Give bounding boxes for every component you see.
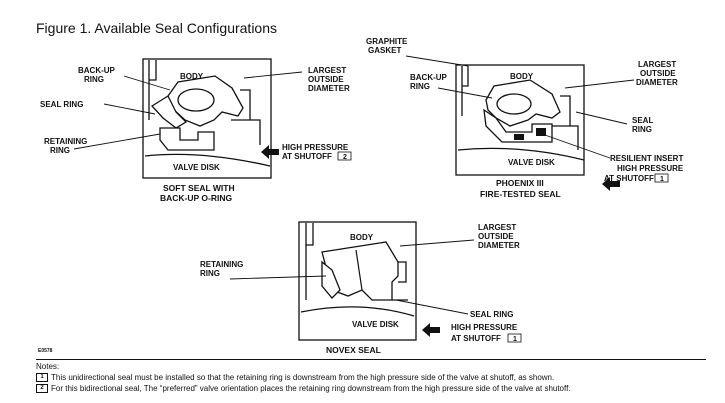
novex-label-retaining-1: RETAINING: [200, 260, 243, 269]
soft-seal-valve-disk-curve: [144, 153, 271, 167]
note-text: This unidirectional seal must be install…: [51, 373, 555, 382]
novex-panel: BODY LARGEST OUTSIDE DIAMETER RETAINING …: [200, 221, 522, 355]
soft-seal-right-step: [231, 89, 261, 145]
phoenix-right-step: [552, 95, 579, 150]
soft-seal-label-retaining-1: RETAINING: [44, 137, 87, 146]
phoenix-label-od-3: DIAMETER: [636, 78, 678, 87]
phoenix-caption-1: PHOENIX III: [496, 178, 544, 188]
soft-seal-label-backup-1: BACK-UP: [78, 66, 116, 75]
phoenix-pressure-arrow: [602, 177, 620, 191]
phoenix-label-pressure-1: HIGH PRESSURE: [617, 164, 684, 173]
novex-label-pressure-1: HIGH PRESSURE: [451, 323, 518, 332]
notes-divider: [36, 359, 706, 360]
soft-seal-label-seal-ring: SEAL RING: [40, 100, 83, 109]
note-item: 2 For this bidirectional seal, The “pref…: [36, 383, 706, 394]
novex-label-valve-disk: VALVE DISK: [352, 320, 399, 329]
phoenix-leader-graphite: [405, 55, 469, 67]
phoenix-leader-backup: [437, 87, 493, 99]
soft-seal-caption-2: BACK-UP O-RING: [160, 193, 232, 203]
phoenix-seal-ring: [483, 108, 553, 143]
phoenix-note-marker: [654, 173, 669, 183]
phoenix-label-backup-1: BACK-UP: [410, 73, 448, 82]
novex-label-od-2: OUTSIDE: [478, 232, 514, 241]
phoenix-panel: GRAPHITE GASKET BACK-UP RING BODY LARGES…: [366, 37, 684, 199]
soft-seal-body-wall: [148, 60, 157, 120]
phoenix-label-graphite-2: GASKET: [368, 46, 401, 55]
novex-leader-seal: [395, 299, 469, 315]
phoenix-label-pressure-2: AT SHUTOFF: [604, 174, 654, 183]
novex-leader-retaining: [229, 275, 327, 280]
phoenix-label-graphite-1: GRAPHITE: [366, 37, 408, 46]
novex-label-retaining-2: RING: [200, 269, 220, 278]
soft-seal-backup-ring: [177, 88, 215, 112]
note-text: For this bidirectional seal, The “prefer…: [51, 384, 571, 393]
phoenix-label-seal-2: RING: [632, 125, 652, 134]
note-marker: 2: [36, 384, 48, 393]
soft-seal-label-backup-2: RING: [84, 75, 104, 84]
soft-seal-note-marker: [337, 151, 352, 161]
soft-seal-note-ref: 2: [343, 154, 347, 161]
note-marker: 1: [36, 373, 48, 382]
novex-note-marker: [507, 333, 522, 343]
soft-seal-caption-1: SOFT SEAL WITH: [163, 183, 235, 193]
soft-seal-retaining-ring: [159, 127, 215, 151]
phoenix-label-insert: RESILIENT INSERT: [610, 154, 683, 163]
soft-seal-leader-retaining: [73, 133, 161, 150]
soft-seal-label-od-3: DIAMETER: [308, 84, 350, 93]
novex-label-pressure-2: AT SHUTOFF: [451, 334, 501, 343]
novex-right-step: [392, 261, 408, 301]
novex-valve-disk-curve: [300, 306, 415, 317]
soft-seal-leader-backup: [123, 75, 171, 91]
soft-seal-pressure-arrow: [261, 145, 279, 159]
soft-seal-label-pressure-1: HIGH PRESSURE: [282, 143, 349, 152]
phoenix-leader-seal: [575, 111, 628, 125]
soft-seal-label-valve-disk: VALVE DISK: [173, 163, 220, 172]
phoenix-caption-2: FIRE-TESTED SEAL: [480, 189, 561, 199]
figure-code: E0578: [38, 348, 53, 354]
novex-note-ref: 1: [513, 336, 517, 343]
notes-section: Notes: 1 This unidirectional seal must b…: [36, 361, 706, 394]
phoenix-backup-ring: [496, 93, 532, 115]
phoenix-label-od-1: LARGEST: [638, 60, 676, 69]
novex-retaining-ring: [321, 260, 341, 299]
soft-seal-seal-ring: [150, 95, 188, 129]
phoenix-leader-od: [564, 79, 635, 89]
novex-leader-od: [399, 239, 475, 247]
soft-seal-label-body: BODY: [180, 72, 204, 81]
phoenix-valve-disk-curve: [457, 147, 585, 161]
phoenix-body-wall: [461, 66, 469, 116]
phoenix-label-body: BODY: [510, 72, 534, 81]
soft-seal-leader-od: [243, 71, 303, 79]
novex-pressure-arrow: [422, 323, 440, 337]
phoenix-leader-insert: [541, 133, 611, 159]
soft-seal-label-pressure-2: AT SHUTOFF: [282, 152, 332, 161]
note-item: 1 This unidirectional seal must be insta…: [36, 372, 706, 383]
phoenix-note-ref: 1: [660, 176, 664, 183]
figure-title: Figure 1. Available Seal Configurations: [36, 20, 278, 36]
phoenix-resilient-insert: [514, 128, 546, 140]
phoenix-label-valve-disk: VALVE DISK: [508, 158, 555, 167]
phoenix-label-od-2: OUTSIDE: [640, 69, 676, 78]
soft-seal-label-retaining-2: RING: [50, 146, 70, 155]
novex-caption: NOVEX SEAL: [326, 345, 381, 355]
soft-seal-panel: BACK-UP RING BODY LARGEST OUTSIDE DIAMET…: [40, 58, 352, 203]
notes-heading: Notes:: [36, 362, 60, 371]
phoenix-label-seal-1: SEAL: [632, 116, 653, 125]
novex-label-seal-ring: SEAL RING: [470, 310, 513, 319]
novex-inner-divider: [355, 249, 363, 291]
phoenix-label-backup-2: RING: [410, 82, 430, 91]
soft-seal-label-od-1: LARGEST: [308, 66, 346, 75]
novex-label-od-3: DIAMETER: [478, 241, 520, 250]
novex-body-wall: [305, 223, 314, 300]
soft-seal-label-od-2: OUTSIDE: [308, 75, 344, 84]
novex-label-od-1: LARGEST: [478, 223, 516, 232]
soft-seal-leader-seal: [103, 103, 156, 115]
novex-label-body: BODY: [350, 233, 374, 242]
